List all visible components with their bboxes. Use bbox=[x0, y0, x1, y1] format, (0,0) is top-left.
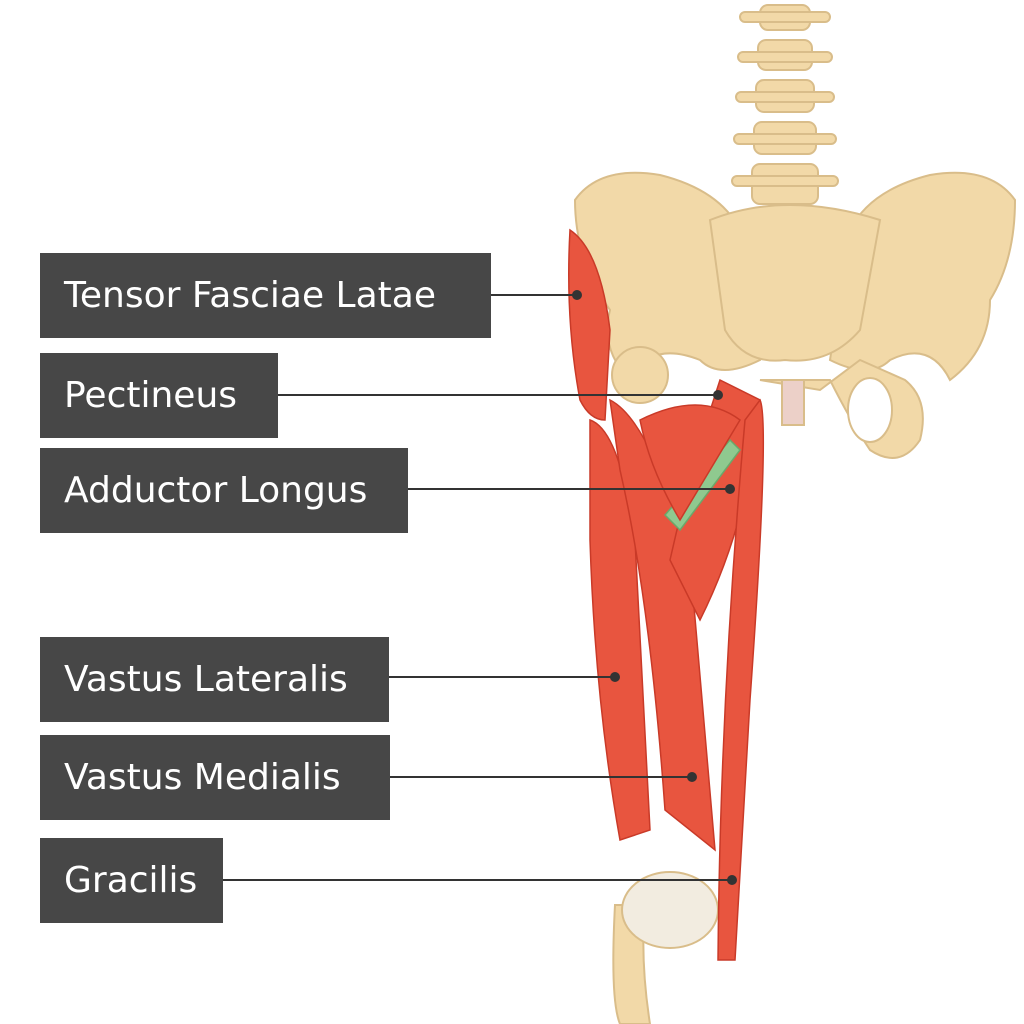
leader-line bbox=[223, 879, 732, 881]
leader-line bbox=[408, 488, 730, 490]
pointer-dot bbox=[572, 290, 582, 300]
label-vastus-lateralis: Vastus Lateralis bbox=[40, 637, 389, 722]
pointer-dot bbox=[610, 672, 620, 682]
pointer-dot bbox=[727, 875, 737, 885]
tensor-fasciae-latae-shape bbox=[568, 228, 611, 421]
pointer-dot bbox=[713, 390, 723, 400]
pelvis bbox=[573, 171, 1017, 1024]
leader-line bbox=[278, 394, 718, 396]
muscles bbox=[568, 228, 765, 961]
label-gracilis: Gracilis bbox=[40, 838, 223, 923]
leader-line bbox=[390, 776, 692, 778]
spine bbox=[731, 4, 839, 205]
label-tensor-fasciae-latae: Tensor Fasciae Latae bbox=[40, 253, 491, 338]
leader-line bbox=[491, 294, 577, 296]
label-vastus-medialis: Vastus Medialis bbox=[40, 735, 390, 820]
sartorius-shape bbox=[639, 404, 741, 522]
leader-line bbox=[389, 676, 615, 678]
gracilis-shape bbox=[717, 398, 765, 961]
rectus-femoris-shape bbox=[609, 398, 716, 852]
vastus-lateralis-shape bbox=[589, 418, 651, 841]
label-pectineus: Pectineus bbox=[40, 353, 278, 438]
pointer-dot bbox=[687, 772, 697, 782]
pointer-dot bbox=[725, 484, 735, 494]
label-adductor-longus: Adductor Longus bbox=[40, 448, 408, 533]
